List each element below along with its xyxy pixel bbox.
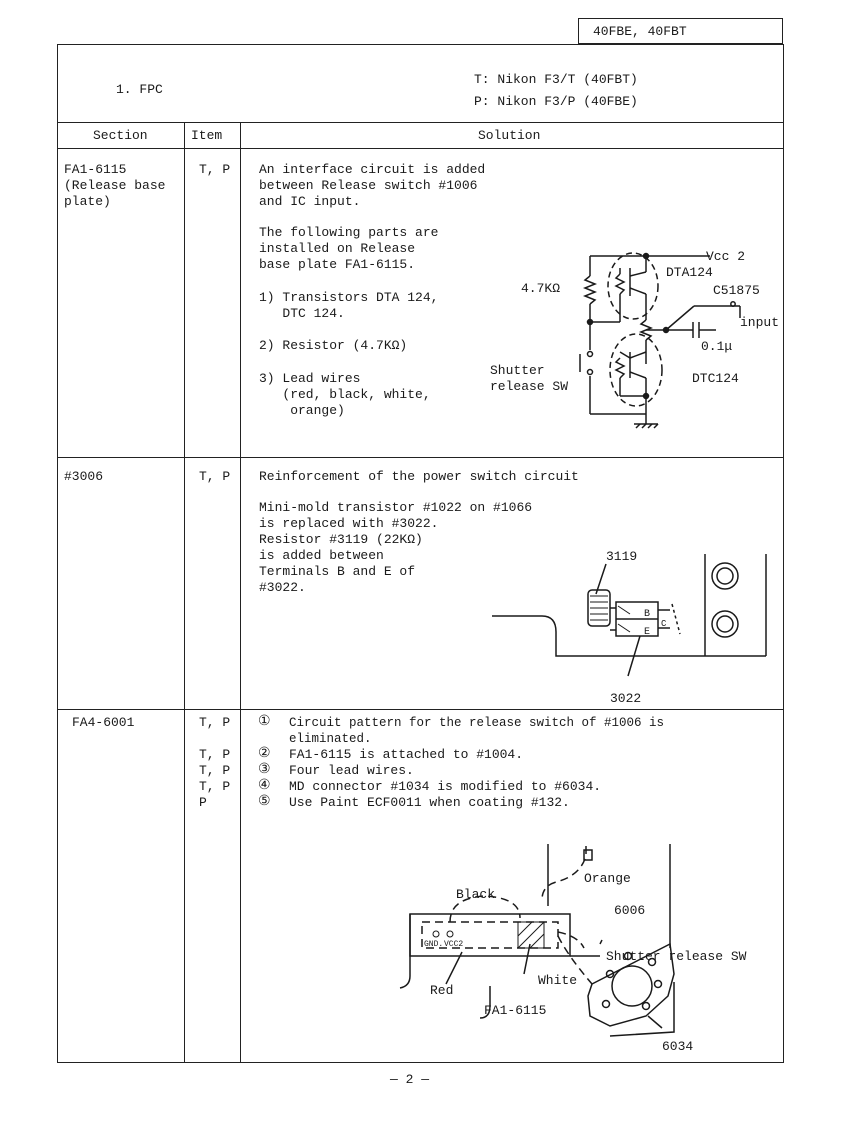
column-header-solution: Solution: [478, 128, 541, 143]
vcc2-label: VCC2: [444, 940, 463, 949]
column-header-item: Item: [191, 128, 223, 143]
row1-item: T, P: [199, 162, 231, 177]
row2-section-line: #3006: [64, 469, 104, 484]
row3-section-line: FA4-6001: [72, 715, 135, 730]
bulletin-table: [57, 44, 784, 1063]
row2-solution-line: is added between: [259, 548, 384, 563]
vcc-label: Vcc 2: [706, 249, 745, 264]
row1-solution-line: An interface circuit is added: [259, 162, 486, 177]
page-number: — 2 —: [390, 1072, 430, 1087]
step-marker-1: ①: [258, 714, 271, 730]
step-marker-4: ④: [258, 778, 271, 794]
input-label: input: [740, 315, 779, 330]
row2-solution-line: Mini-mold transistor #1022 on #1066: [259, 500, 533, 515]
white-wire-label: White: [538, 973, 577, 988]
transistor-3022-label: 3022: [610, 691, 641, 704]
pin-c-label: C: [661, 619, 667, 629]
model-t-label: T: Nikon F3/T (40FBT): [474, 72, 638, 87]
row2-item: T, P: [199, 469, 231, 484]
row1-solution-line: 1) Transistors DTA 124,: [259, 290, 439, 305]
row3-item: P: [199, 795, 207, 810]
row3-item: T, P: [199, 779, 231, 794]
gnd-label: GND.: [424, 940, 443, 949]
row1-solution-line: base plate FA1-6115.: [259, 257, 416, 272]
dta124-label: DTA124: [666, 265, 713, 280]
resistor-label: 4.7KΩ: [521, 281, 560, 296]
step-marker-2: ②: [258, 746, 271, 762]
interface-circuit-diagram: Vcc 2 DTA124 4.7KΩ C51875 input 0.1μ Shu…: [490, 249, 779, 429]
row1-solution-line: between Release switch #1006: [259, 178, 478, 193]
row-divider-2: [57, 709, 784, 710]
step-marker-3: ③: [258, 762, 271, 778]
model-code-box: 40FBE, 40FBT: [578, 18, 783, 44]
row3-item: T, P: [199, 715, 231, 730]
model-p-label: P: Nikon F3/P (40FBE): [474, 94, 638, 109]
row1-section-line: plate): [64, 194, 111, 209]
red-wire-label: Red: [430, 983, 453, 998]
row3-solution-line: FA1-6115 is attached to #1004.: [289, 747, 524, 762]
part-6034-label: 6034: [662, 1039, 693, 1054]
row3-solution-line: eliminated.: [289, 732, 372, 746]
part-6006-label: 6006: [614, 903, 645, 918]
power-switch-drawing: 3119 3022 B C E: [492, 549, 767, 704]
row2-solution-line: Resistor #3119 (22KΩ): [259, 532, 423, 547]
release-sw-label: release SW: [490, 379, 568, 394]
row1-solution-line: and IC input.: [259, 194, 361, 209]
row3-item: T, P: [199, 763, 231, 778]
row1-solution-line: (red, black, white,: [259, 387, 431, 402]
column-divider-1: [184, 122, 185, 1063]
row1-solution-line: The following parts are: [259, 225, 439, 240]
row1-solution-line: installed on Release: [259, 241, 416, 256]
row1-section-line: (Release base: [64, 178, 166, 193]
step-marker-5: ⑤: [258, 794, 271, 810]
column-divider-2: [240, 122, 241, 1063]
dtc124-label: DTC124: [692, 371, 739, 386]
row3-solution-line: MD connector #1034 is modified to #6034.: [289, 779, 602, 794]
column-header-section: Section: [93, 128, 148, 143]
row1-solution-line: DTC 124.: [259, 306, 345, 321]
orange-wire-label: Orange: [584, 871, 631, 886]
fpc-assembly-drawing: Orange Black 6006 GND. VCC2 Shutter rele…: [399, 844, 747, 1054]
row3-item: T, P: [199, 747, 231, 762]
row2-solution-line: #3022.: [259, 580, 306, 595]
row1-solution-line: 2) Resistor (4.7KΩ): [259, 338, 408, 353]
row3-solution-line: Four lead wires.: [289, 763, 414, 778]
row3-solution-line: Use Paint ECF0011 when coating #132.: [289, 795, 570, 810]
row3-solution-line: Circuit pattern for the release switch o…: [289, 716, 665, 730]
row-divider-1: [57, 457, 784, 458]
pin-e-label: E: [644, 627, 650, 638]
row1-section-line: FA1-6115: [64, 162, 127, 177]
pin-b-label: B: [644, 609, 650, 620]
row1-solution-line: 3) Lead wires: [259, 371, 361, 386]
capacitor-id-label: C51875: [713, 283, 760, 298]
row2-solution-line: Reinforcement of the power switch circui…: [259, 469, 579, 484]
column-header-divider: [57, 148, 784, 149]
section-title: 1. FPC: [116, 82, 163, 97]
row2-solution-line: Terminals B and E of: [259, 564, 416, 579]
black-wire-label: Black: [456, 887, 495, 902]
shutter-label: Shutter: [490, 363, 545, 378]
shutter-release-sw-label: Shutter release SW: [606, 949, 747, 964]
resistor-3119-label: 3119: [606, 549, 637, 564]
row1-solution-line: orange): [259, 403, 345, 418]
row2-solution-line: is replaced with #3022.: [259, 516, 439, 531]
header-divider: [57, 122, 784, 123]
fa1-6115-label: FA1-6115: [484, 1003, 546, 1018]
model-code: 40FBE, 40FBT: [593, 24, 687, 39]
capacitor-value-label: 0.1μ: [701, 339, 732, 354]
